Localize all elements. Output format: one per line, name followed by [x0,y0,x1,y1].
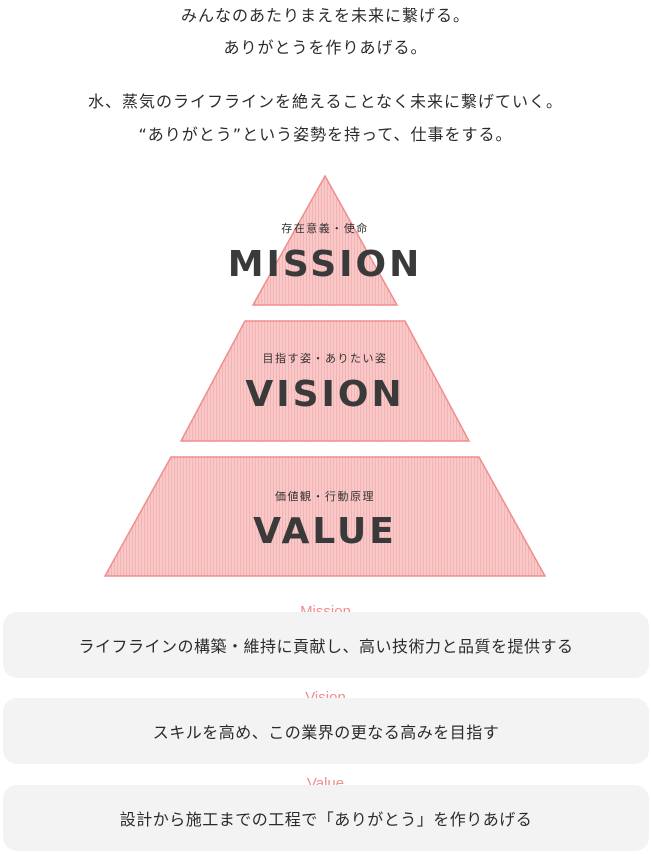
pyramid-tier-value [103,456,547,577]
intro-line-3: 水、蒸気のライフラインを絶えることなく未来に繋げていく。 [87,92,564,111]
card-vision-text: スキルを高め、この業界の更なる高みを目指す [152,723,500,742]
pyramid-tier-vision [179,320,471,442]
vision-subtitle: 目指す姿・ありたい姿 [263,351,388,365]
card-mission-text: ライフラインの構築・維持に貢献し、高い技術力と品質を提供する [78,637,574,656]
intro-line-4: “ありがとう”という姿勢を持って、仕事をする。 [138,125,513,144]
vision-title: VISION [245,374,404,415]
value-subtitle: 価値観・行動原理 [275,489,375,503]
card-value-text: 設計から施工までの工程で「ありがとう」を作りあげる [119,810,533,829]
pyramid-tier-mission [251,174,399,306]
mission-subtitle: 存在意義・使命 [281,221,369,235]
card-vision: スキルを高め、この業界の更なる高みを目指す [3,698,649,764]
card-value: 設計から施工までの工程で「ありがとう」を作りあげる [3,785,649,851]
mission-title: MISSION [228,244,423,285]
intro-line-1: みんなのあたりまえを未来に繋げる。 [180,6,470,25]
value-title: VALUE [253,511,397,552]
intro-line-2: ありがとうを作りあげる。 [223,38,428,57]
card-mission: ライフラインの構築・維持に貢献し、高い技術力と品質を提供する [3,612,649,678]
pyramid-diagram: 存在意義・使命 MISSION 目指す姿・ありたい姿 VISION 価値観・行動… [103,174,547,577]
